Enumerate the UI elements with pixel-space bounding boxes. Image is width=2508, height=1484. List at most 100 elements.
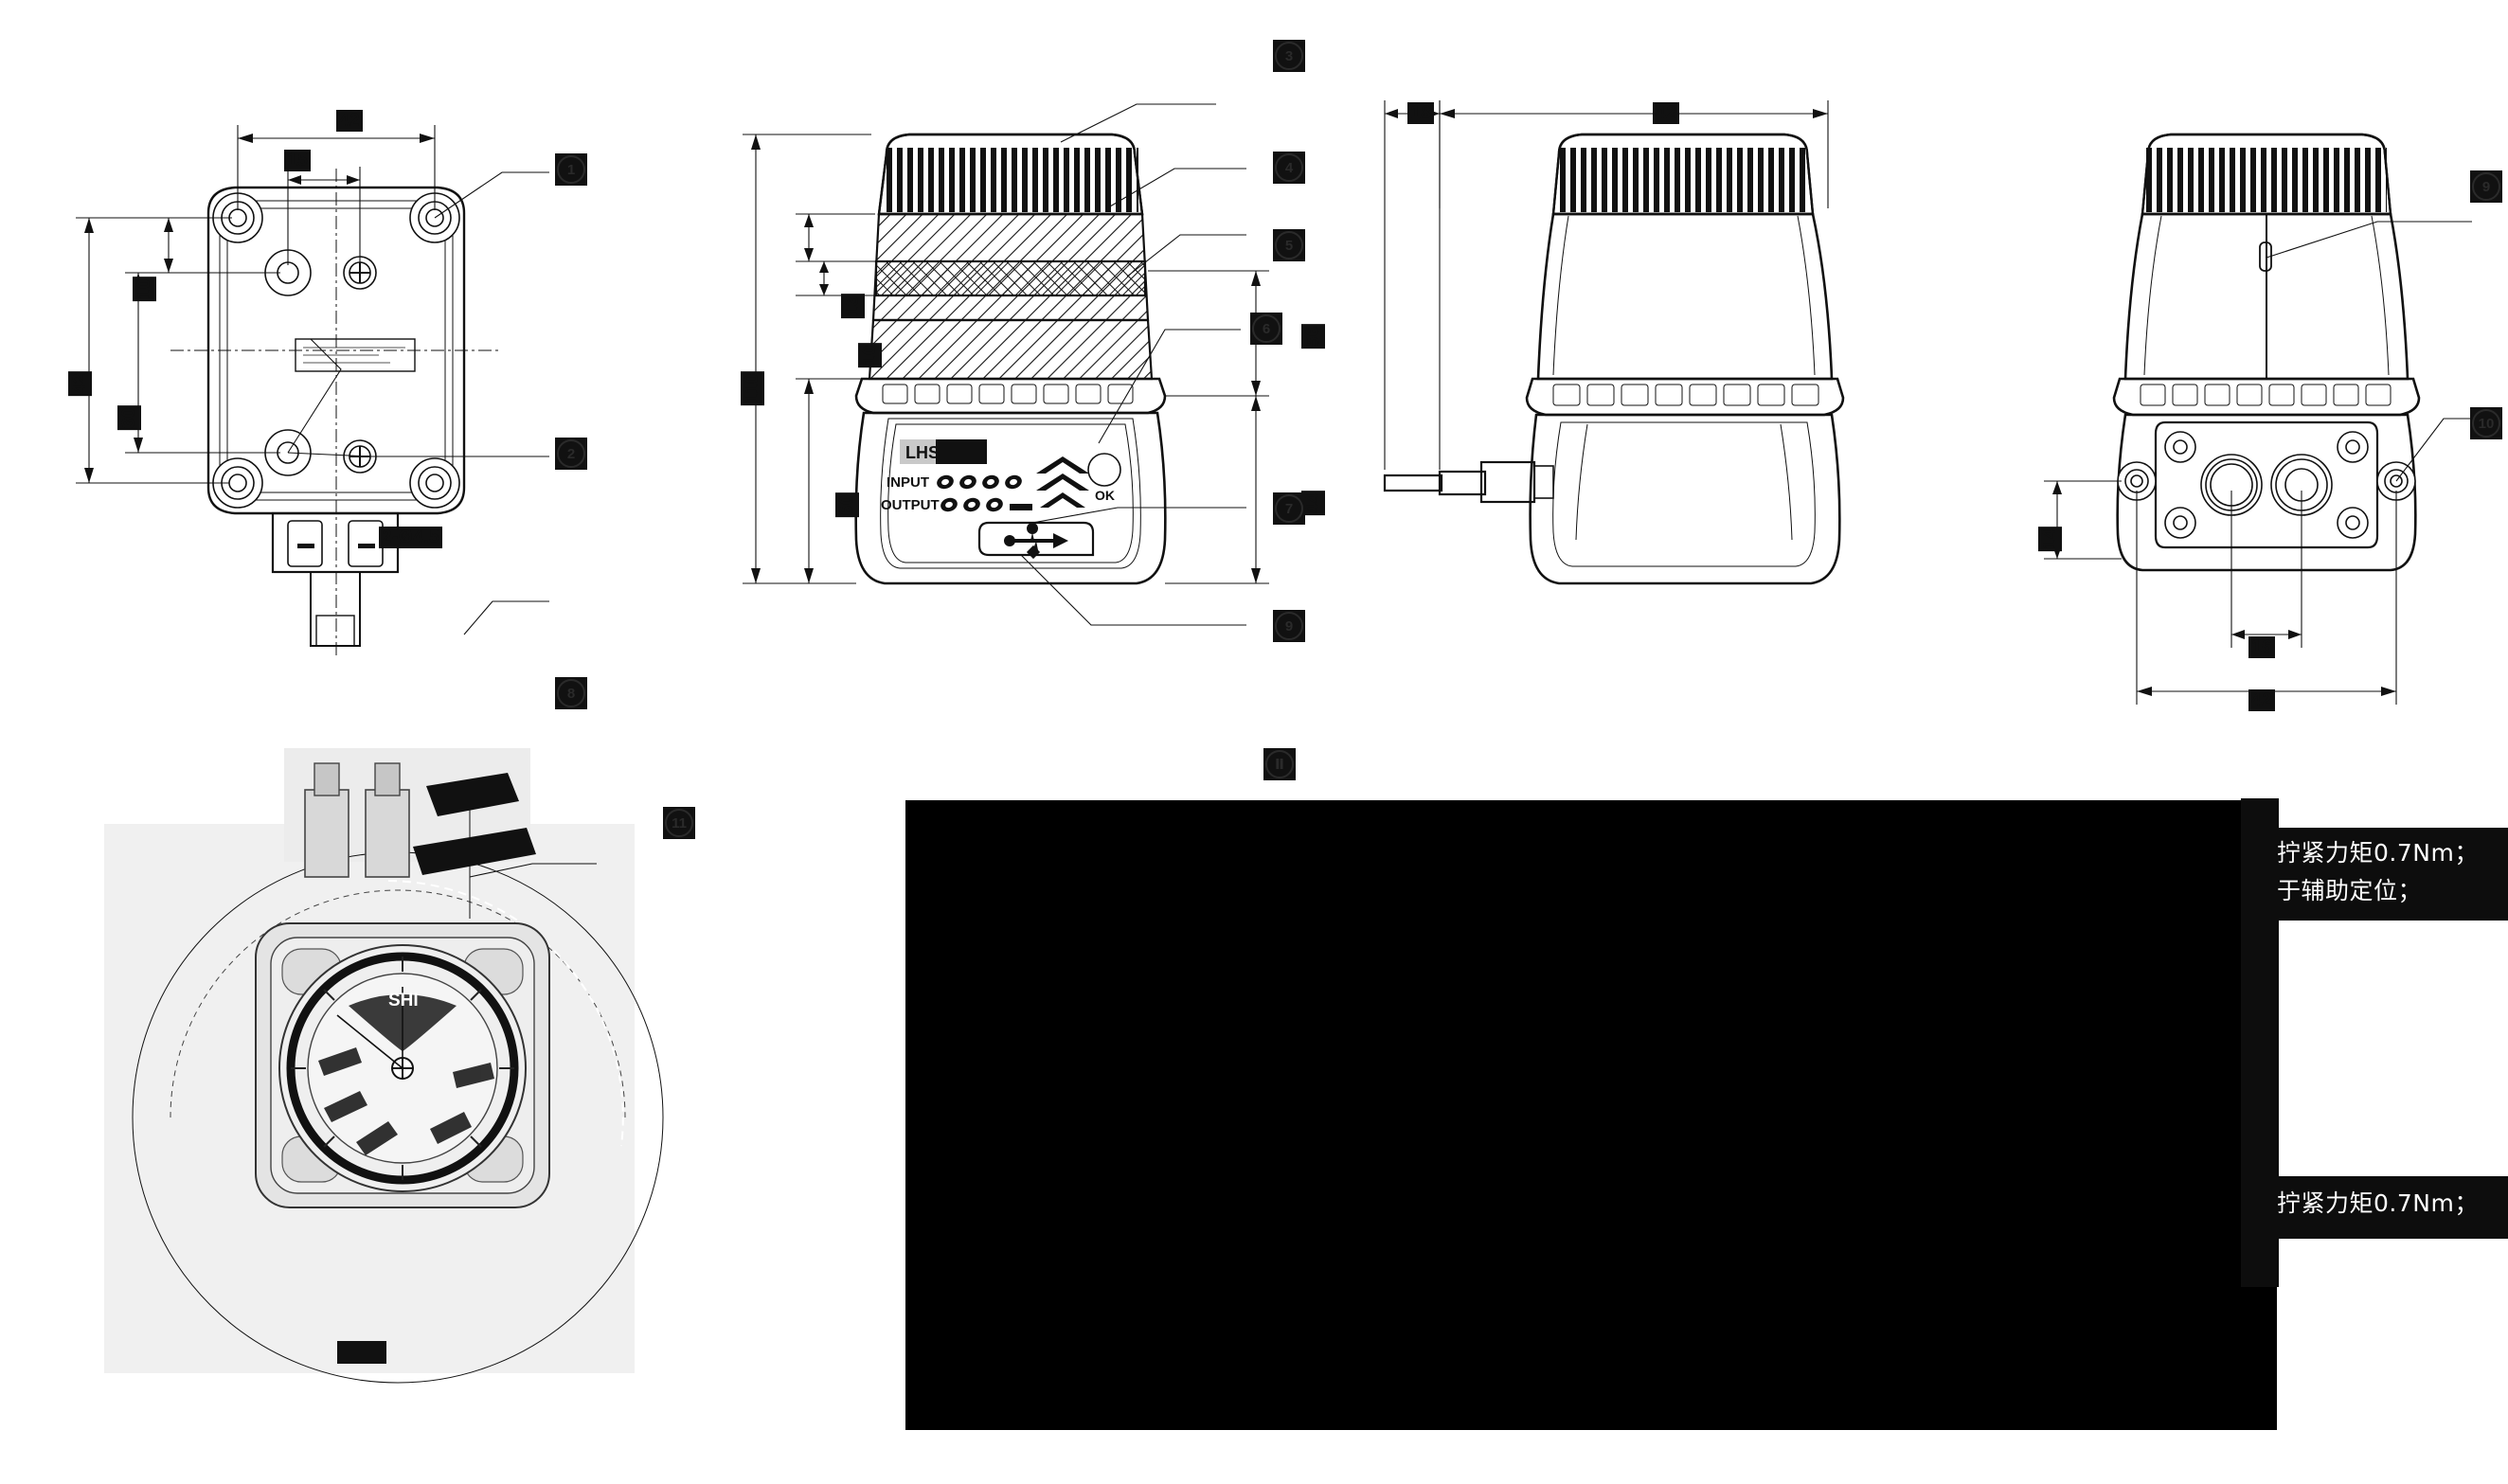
leader-top-1 (434, 171, 549, 219)
dim-rear-16: 16 (2248, 636, 2276, 658)
balloon-1[interactable]: 1 (555, 153, 587, 186)
iso-rotary-dial: SHI (278, 944, 527, 1192)
input-label-text: INPUT (887, 474, 929, 491)
dim-front-110: 110 (741, 371, 764, 406)
leader-front-4 (1109, 168, 1246, 207)
balloon-7[interactable]: 7 (1273, 492, 1305, 525)
leader-rear-9 (2266, 221, 2472, 259)
balloon-11[interactable]: 11 (663, 807, 695, 839)
balloon-1-number: 1 (557, 155, 585, 184)
input-leds (937, 474, 1022, 490)
front-view-dim-13 (796, 213, 875, 262)
dim-front-13: 13 (841, 294, 865, 319)
balloon-4[interactable]: 4 (1273, 152, 1305, 184)
iso-top-fixtures (304, 762, 536, 919)
balloon-3[interactable]: 3 (1273, 40, 1305, 72)
dim-top-hole-spec: 2-Ø4.5 (379, 527, 443, 548)
leader-top-2a (287, 338, 342, 454)
front-view-dim-10 (796, 260, 875, 296)
top-view-dim-10 (155, 217, 280, 274)
dim-top-10: 10 (133, 277, 156, 302)
note-line-3-text: 拧紧力矩0.7Nm； (2277, 1189, 2479, 1217)
leader-top-2b (287, 452, 549, 457)
top-view-dim-15 (287, 167, 361, 265)
note-block-top (2277, 828, 2508, 921)
balloon-9-front[interactable]: 9 (1273, 610, 1305, 642)
rear-view-port-plate (2117, 420, 2416, 549)
balloon-2-number: 2 (557, 439, 585, 468)
dim-side-18: 18 (1407, 102, 1435, 124)
top-view-dim-42-top (237, 125, 436, 210)
balloon-9-rear-number: 9 (2472, 172, 2500, 201)
notes-left-gutter (2241, 798, 2279, 1287)
balloon-2[interactable]: 2 (555, 438, 587, 470)
front-view-fin-cap (877, 133, 1144, 216)
dim-front-10: 10 (858, 343, 882, 368)
balloon-10[interactable]: 10 (2470, 407, 2502, 439)
dim-side-42: 42 (1653, 102, 1680, 124)
brand-text-lhs: LHS (905, 443, 940, 462)
dim-top-30: 30 (117, 405, 141, 431)
rear-view-slot (2259, 241, 2272, 272)
balloon-9-rear[interactable]: 9 (2470, 170, 2502, 203)
top-view-dim-42-left (76, 217, 229, 484)
balloon-6-number: 6 (1252, 314, 1281, 343)
front-view-panel: LHS INPUT OUTPUT (881, 439, 1121, 560)
note-line-1-text: 拧紧力矩0.7Nm； (2277, 839, 2479, 867)
iso-bottom-chip (337, 1341, 386, 1364)
balloon-8[interactable]: 8 (555, 677, 587, 709)
usb-icon (1004, 523, 1068, 560)
balloon-9-front-number: 9 (1275, 612, 1303, 640)
balloon-8-number: 8 (557, 679, 585, 707)
dim-front-60: 60 (835, 492, 859, 518)
usb-recess (977, 521, 1095, 557)
front-view-dim-44 (1165, 395, 1269, 584)
dim-top-42-width: 42 (336, 110, 364, 132)
leader-front-3 (1060, 103, 1216, 143)
notes-panel (905, 800, 2277, 1430)
dim-top-15: 15 (284, 150, 312, 171)
leader-top-8 (463, 600, 549, 635)
note-block-bottom (2277, 1176, 2508, 1239)
ok-label-text: OK (1095, 488, 1115, 503)
side-view-cable-gland (1383, 460, 1554, 504)
dim-front-56: 56 (1301, 324, 1325, 349)
note-line-2-text: 于辅助定位； (2277, 877, 2423, 904)
balloon-7-number: 7 (1275, 494, 1303, 523)
isometric-detail-view: SHI (104, 748, 664, 1384)
iso-dial-brand: SHI (388, 991, 419, 1010)
dim-rear-14: 14 (2038, 527, 2062, 552)
leader-iso-11 (469, 863, 597, 878)
front-view-dim-60 (796, 378, 862, 584)
balloon-6[interactable]: 6 (1250, 313, 1282, 345)
ok-button (1087, 453, 1121, 487)
leader-front-6 (1098, 329, 1241, 444)
front-view-seal-band (874, 259, 1147, 297)
balloon-5-number: 5 (1275, 231, 1303, 259)
leader-front-5 (1126, 234, 1246, 277)
output-label-text: OUTPUT (881, 497, 940, 513)
dim-rear-42: 42 (2248, 689, 2276, 711)
balloon-11-number: 11 (665, 809, 693, 837)
rear-view-fin-cap (2141, 133, 2392, 216)
front-view: LHS INPUT OUTPUT (743, 103, 1269, 626)
chevron-up-icon (1036, 456, 1089, 508)
balloon-3-number: 3 (1275, 42, 1303, 70)
leader-front-7 (1031, 507, 1246, 524)
side-view-body (1525, 212, 1845, 585)
leader-front-9 (1020, 554, 1246, 626)
iso-view-caption: Ⅱ (1263, 748, 1296, 780)
rear-view (2044, 133, 2472, 705)
top-view-center-screw (343, 256, 377, 474)
balloon-10-number: 10 (2472, 409, 2500, 438)
side-view-fin-cap (1551, 133, 1815, 216)
rear-view-dim-16 (2230, 491, 2302, 648)
side-view-dim-42 (1439, 100, 1829, 208)
side-view (1383, 100, 1845, 585)
front-view-hatch-lower (868, 318, 1154, 381)
leader-rear-10 (2395, 418, 2472, 482)
iso-view-caption-text: Ⅱ (1265, 750, 1294, 778)
balloon-5[interactable]: 5 (1273, 229, 1305, 261)
output-leds (940, 497, 1003, 512)
